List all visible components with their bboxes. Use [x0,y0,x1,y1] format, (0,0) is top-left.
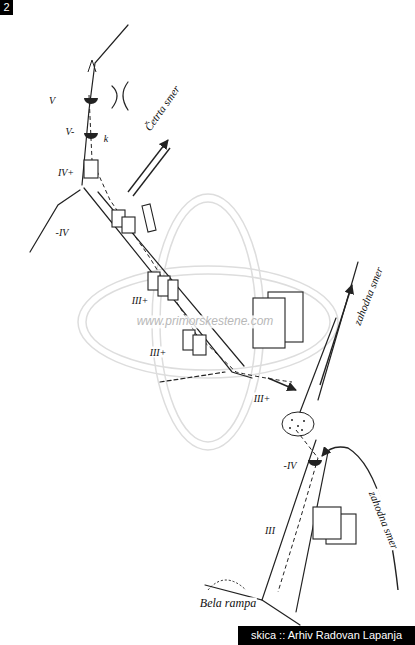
scree-dots [289,419,305,431]
grade-label: III+ [149,347,168,358]
place-name: Bela rampa [199,597,257,610]
ramp-mark [208,580,246,590]
watermark-rings [78,194,338,450]
route-name: zahodna smer [367,488,402,551]
direction-arrow [128,140,398,590]
credit-text: skica :: Arhiv Radovan Lapanja [238,626,415,645]
rock-lines [30,25,358,625]
grade-label: III+ [131,295,150,306]
grade-label: III [264,525,276,536]
top-mark [88,60,96,72]
ledge-blob [282,412,314,436]
grade-label: -IV [55,227,70,238]
block-rects [84,160,356,544]
grade-label: V- [65,126,76,137]
belay-symbol [84,98,322,466]
grade-label: -IV [283,460,298,471]
route-name: zahodna smer [351,264,386,327]
route-line [278,430,318,592]
grade-label: V [48,95,56,106]
watermark: www.primorskestene.com [137,315,274,328]
grade-label: III+ [253,393,272,404]
route-line [89,95,292,382]
pitch-mark: k [103,133,109,144]
grade-label: IV+ [57,167,75,178]
route-name: Četrta smer [141,82,182,133]
section-number: 2 [0,0,13,15]
